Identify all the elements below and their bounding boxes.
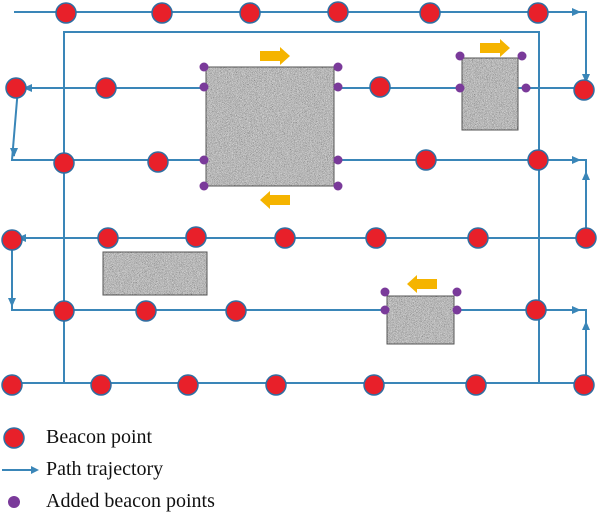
- added-beacon-point: [333, 155, 343, 165]
- legend: Beacon point Path trajectory Added beaco…: [0, 418, 600, 522]
- legend-item-added-beacon: Added beacon points: [0, 486, 600, 520]
- beacon-point: [151, 2, 173, 24]
- beacon-point: [363, 374, 385, 396]
- beacon-point: [465, 374, 487, 396]
- obstacle-border: [102, 251, 208, 296]
- return-loop: [63, 31, 540, 384]
- beacon-point: [573, 374, 595, 396]
- beacon-point: [265, 374, 287, 396]
- added-beacon-point: [380, 305, 390, 315]
- path-trajectory-lines: [8, 8, 590, 384]
- obstacles: [102, 57, 519, 345]
- added-beacon-points: [199, 51, 531, 315]
- beacon-path-diagram: [1, 1, 597, 396]
- path-arrow-icon: [2, 466, 39, 474]
- legend-item-path-trajectory: Path trajectory: [0, 454, 600, 488]
- beacon-point: [177, 374, 199, 396]
- arrow-left-icon: [407, 275, 437, 293]
- added-beacon-icon: [8, 496, 20, 508]
- beacon-point: [369, 76, 391, 98]
- beacon-point: [327, 1, 349, 23]
- obstacle-border: [386, 295, 455, 345]
- legend-label: Added beacon points: [46, 490, 215, 512]
- beacon-point: [95, 77, 117, 99]
- obstacle-texture: [206, 67, 334, 186]
- obstacle-small-top: [461, 57, 519, 131]
- legend-label: Beacon point: [46, 426, 153, 448]
- beacon-point: [53, 300, 75, 322]
- beacon-point: [365, 227, 387, 249]
- beacon-point: [53, 152, 75, 174]
- beacon-point: [467, 227, 489, 249]
- added-beacon-point: [333, 82, 343, 92]
- added-beacon-point: [199, 155, 209, 165]
- obstacle-small-bottom: [386, 295, 455, 345]
- arrow-left-icon: [260, 191, 290, 209]
- added-beacon-point: [452, 305, 462, 315]
- arrow-right-icon: [260, 47, 290, 65]
- beacon-point: [225, 300, 247, 322]
- beacon-point: [527, 2, 549, 24]
- beacon-point: [527, 149, 549, 171]
- beacon-point: [97, 227, 119, 249]
- beacon-point: [573, 79, 595, 101]
- legend-item-beacon-point: Beacon point: [0, 422, 600, 456]
- obstacle-texture: [103, 252, 207, 295]
- added-beacon-point: [517, 51, 527, 61]
- added-beacon-point: [452, 287, 462, 297]
- added-beacon-point: [455, 51, 465, 61]
- added-beacon-point: [199, 82, 209, 92]
- added-beacon-point: [521, 83, 531, 93]
- beacon-point: [419, 2, 441, 24]
- obstacle-border: [461, 57, 519, 131]
- legend-label: Path trajectory: [46, 458, 164, 480]
- beacon-point: [55, 2, 77, 24]
- beacon-point: [185, 226, 207, 248]
- obstacle-texture: [462, 58, 518, 130]
- beacon-point: [274, 227, 296, 249]
- beacon-point: [147, 151, 169, 173]
- obstacle-left: [102, 251, 208, 296]
- movement-arrows: [260, 39, 510, 293]
- beacon-point-icon: [3, 427, 25, 449]
- added-beacon-point: [333, 181, 343, 191]
- beacon-point: [135, 300, 157, 322]
- beacon-points: [1, 1, 597, 396]
- beacon-point: [415, 149, 437, 171]
- arrow-right-icon: [480, 39, 510, 57]
- obstacle-large: [205, 66, 335, 187]
- added-beacon-point: [199, 62, 209, 72]
- added-beacon-point: [199, 181, 209, 191]
- added-beacon-point: [455, 83, 465, 93]
- beacon-point: [90, 374, 112, 396]
- obstacle-border: [205, 66, 335, 187]
- beacon-point: [575, 227, 597, 249]
- added-beacon-point: [380, 287, 390, 297]
- beacon-point: [1, 229, 23, 251]
- beacon-point: [239, 2, 261, 24]
- obstacle-texture: [387, 296, 454, 344]
- added-beacon-point: [333, 62, 343, 72]
- beacon-point: [5, 77, 27, 99]
- beacon-point: [525, 299, 547, 321]
- beacon-point: [1, 374, 23, 396]
